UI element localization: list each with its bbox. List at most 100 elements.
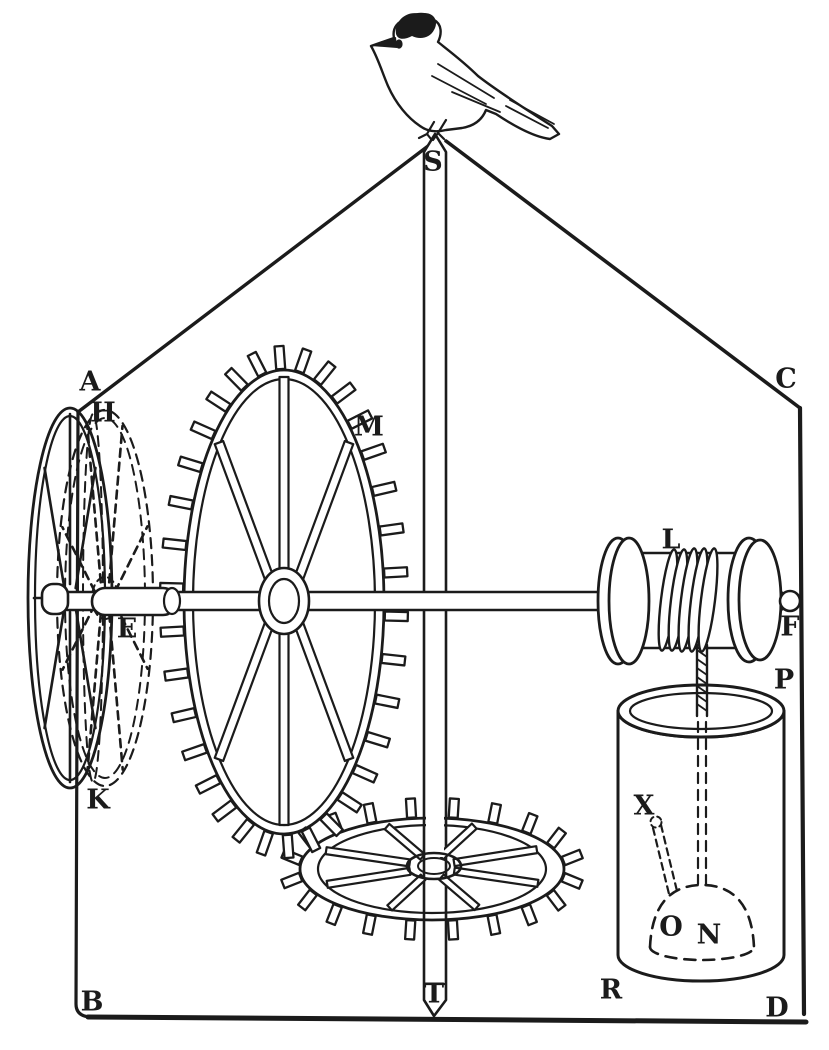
rod-knob [649,815,663,829]
gear-tooth [231,817,256,844]
gear-tooth [319,812,344,838]
spoke [452,845,539,868]
label-k: K [86,785,111,816]
crown-hub-outer [405,851,463,881]
gear-tooth [364,730,391,749]
label-r: R [600,975,623,1006]
ghost-spokes [61,424,149,772]
gear-tooth [224,366,249,392]
gear-tooth [361,913,377,936]
label-p: P [774,665,794,696]
gear-tooth [170,707,198,724]
spoke [278,375,290,573]
gear-teeth [158,344,410,860]
gear-hub [257,566,311,636]
label-e: E [117,614,138,645]
gear-tooth [181,742,209,762]
gear-tooth [351,763,379,784]
spoke [85,425,103,584]
gear-tooth [330,381,357,405]
gear-tooth [520,811,539,836]
plumb-rod [649,815,679,896]
bird-eye [395,39,403,49]
spoke [386,873,427,912]
gear-spokes [190,375,378,827]
gear-tooth [177,455,204,474]
label-d: D [765,993,788,1024]
gear-tooth [545,888,567,912]
frame [74,138,809,1025]
spoke [325,866,412,889]
cylinder-mouth [616,683,786,739]
rod-edge [659,823,679,893]
gear-tooth [161,537,188,552]
left-cord [76,138,438,414]
gear-tooth [446,918,460,941]
spoke [438,873,481,912]
label-s: S [423,147,443,178]
rope [695,643,709,886]
label-t: T [424,979,444,1010]
label-x: X [634,791,655,822]
spoke [383,822,426,861]
gear-hub-inner [267,577,301,625]
gear-tooth [380,652,407,667]
gear-tooth [447,797,461,820]
spindle-rod [422,132,448,1018]
spoke [452,866,540,888]
rope-twist-hatching [696,649,708,712]
label-m: M [354,412,384,443]
gear-tooth [273,344,287,371]
left-flange-face [607,536,651,666]
crown-gear [280,797,584,941]
bird-legs [417,118,448,142]
bird-wing-lines [431,63,555,129]
label-f: F [780,612,799,643]
bird-beak [371,37,397,48]
gear-tooth [370,480,398,497]
gear-tooth [159,625,186,638]
gear-tooth [378,522,405,537]
gear-tooth [346,409,374,430]
gear-tooth [312,360,337,387]
bird [369,12,561,142]
left-upright [74,410,92,1019]
gear-tooth [163,667,190,682]
spoke [107,612,125,771]
spoke [278,629,290,827]
spoke [292,619,355,763]
label-a: A [79,367,102,398]
gear-tooth [211,799,238,823]
bird-crest [395,13,437,39]
gear-tooth [520,903,538,927]
gear-tooth [560,848,584,867]
gear-tooth [205,390,232,413]
crown-hub-inner [417,857,451,875]
gear-tooth [280,871,304,890]
label-c: C [775,364,797,395]
gear-tooth [560,871,584,890]
gear-tooth [167,494,195,511]
label-b: B [81,987,104,1018]
right-upright [797,405,807,1017]
gear-tooth [296,888,319,912]
label-h: H [90,398,116,429]
gear-tooth [300,826,322,854]
gear-tooth [194,774,222,795]
spoke [113,603,149,671]
gear-tooth [545,826,568,850]
gear-tooth [486,913,502,937]
gear-tooth [336,791,363,814]
spoke [324,846,412,868]
cylinder-mouth-inner [628,691,774,731]
labels: A H C B D S M E K L F P X O N R T [79,147,800,1024]
base-bar [85,1014,809,1025]
spoke [74,606,97,730]
spindle-patch [426,805,444,857]
gear-tooth [359,442,387,462]
gear-tooth [383,610,410,623]
spindle [422,132,448,1018]
spoke [74,466,97,590]
